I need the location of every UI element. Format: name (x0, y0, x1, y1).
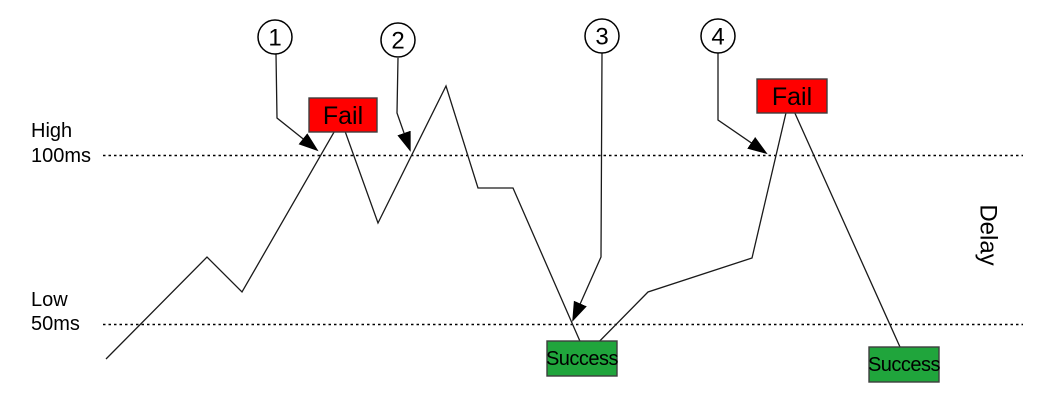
high-threshold-label: High 100ms (31, 120, 91, 167)
marker-circle-1: 1 (257, 19, 293, 55)
marker-circle-2-shape (380, 22, 416, 58)
low-threshold-label: Low 50ms (31, 289, 80, 335)
fail-box-1 (308, 97, 378, 133)
marker-circle-3-number: 3 (595, 24, 608, 51)
marker-circle-2-number: 2 (391, 28, 404, 55)
high-threshold-value: 100ms (31, 145, 91, 167)
event-success-1: Success (546, 340, 619, 377)
success-box-2 (868, 346, 940, 383)
marker-circle-2: 2 (380, 22, 416, 58)
success-box-1 (546, 340, 618, 377)
marker-circle-4-number: 4 (711, 24, 724, 51)
marker-circle-4: 4 (700, 18, 736, 54)
marker-connector-3 (572, 52, 603, 322)
event-fail-2: Fail (756, 78, 828, 114)
marker-connector-2 (396, 57, 411, 152)
success-box-1-label: Success (546, 348, 619, 370)
fail-box-1-label: Fail (323, 102, 363, 130)
low-threshold-name: Low (31, 289, 68, 311)
event-success-2: Success (868, 346, 941, 383)
marker-circle-4-shape (700, 18, 736, 54)
success-box-2-label: Success (868, 354, 941, 376)
high-threshold-name: High (31, 120, 72, 142)
delay-signal-line (105, 84, 901, 360)
event-fail-1: Fail (308, 97, 378, 133)
marker-connector-1 (275, 53, 319, 152)
marker-circle-3: 3 (584, 18, 620, 54)
marker-circle-1-shape (257, 19, 293, 55)
delay-axis-label: Delay (975, 204, 1002, 265)
marker-circle-1-number: 1 (268, 25, 281, 52)
marker-connector-4 (717, 53, 768, 155)
low-threshold-value: 50ms (31, 313, 80, 335)
fail-box-2 (756, 78, 828, 114)
marker-circle-3-shape (584, 18, 620, 54)
fail-box-2-label: Fail (772, 83, 812, 111)
